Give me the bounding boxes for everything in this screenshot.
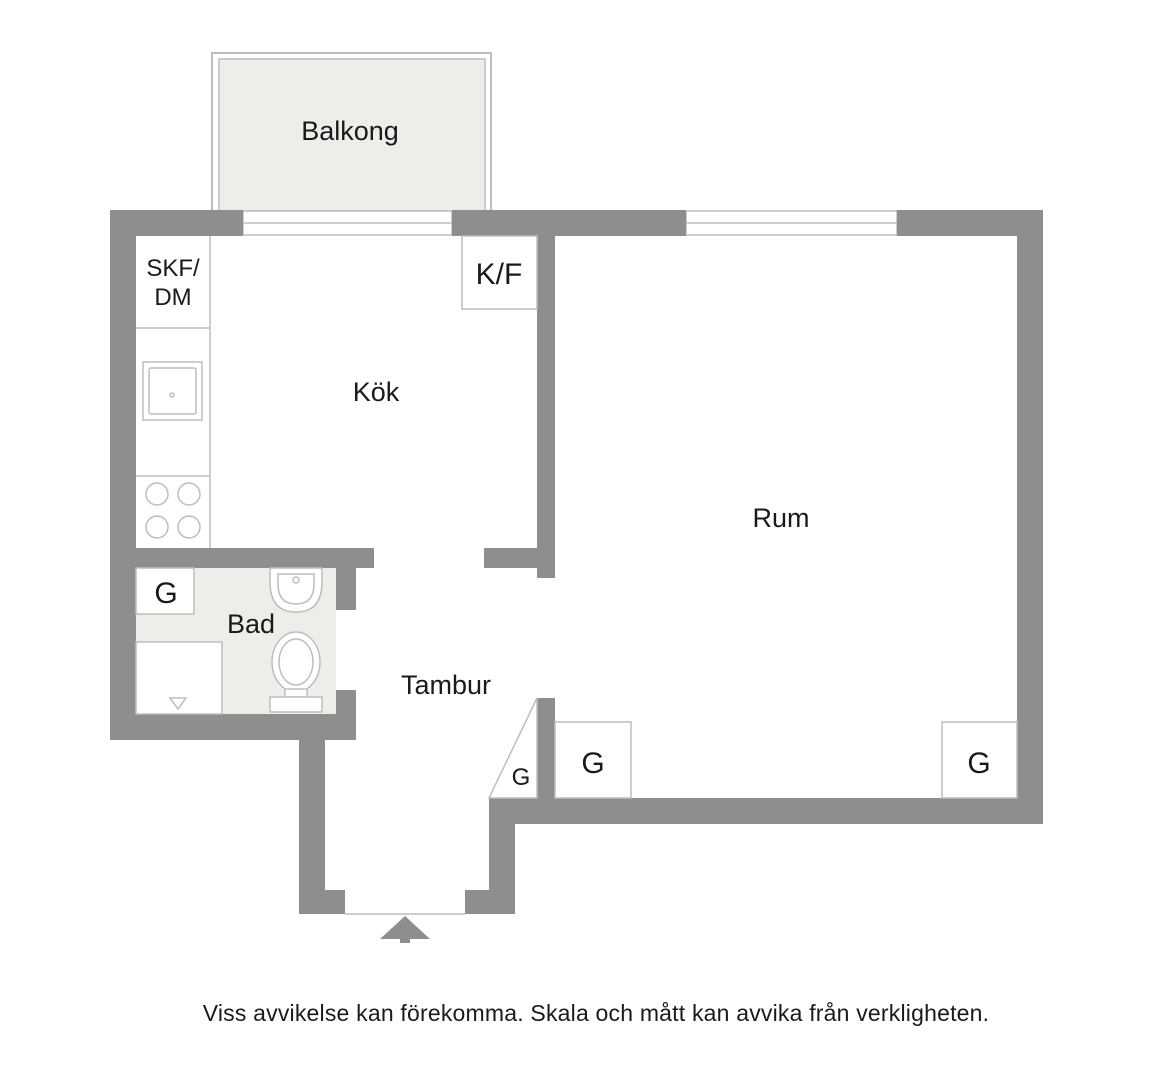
- disclaimer-text: Viss avvikelse kan förekomma. Skala och …: [202, 1000, 990, 1026]
- wardrobe-bath-label: G: [154, 577, 177, 610]
- sink-icon: [142, 361, 203, 421]
- entrance: [345, 913, 465, 943]
- bathroom-label: Bad: [227, 609, 275, 639]
- washbasin-icon: [269, 567, 323, 613]
- toilet-icon: [269, 631, 323, 713]
- walls: [110, 210, 1043, 914]
- room-label: Rum: [752, 503, 809, 533]
- kitchen-counter: [136, 236, 211, 548]
- hallway-label: Tambur: [401, 670, 491, 700]
- skf-dm-label-line2: DM: [154, 284, 191, 311]
- wardrobe-room-left-label: G: [581, 747, 604, 780]
- bath-fixtures: [135, 567, 223, 715]
- balcony: [211, 52, 492, 212]
- wardrobe-room-right-label: G: [967, 747, 990, 780]
- entrance-arrow-icon: [380, 916, 430, 939]
- fridge-freezer-label: K/F: [476, 258, 523, 291]
- wardrobe-hall-label: G: [512, 764, 531, 791]
- stove-icon: [145, 482, 201, 539]
- wardrobes: [487, 697, 1018, 799]
- windows: [242, 210, 898, 236]
- balcony-label: Balkong: [301, 116, 399, 146]
- fridge-freezer-box: [461, 235, 538, 310]
- kitchen-label: Kök: [353, 377, 400, 407]
- skf-dm-label-line1: SKF/: [146, 255, 200, 282]
